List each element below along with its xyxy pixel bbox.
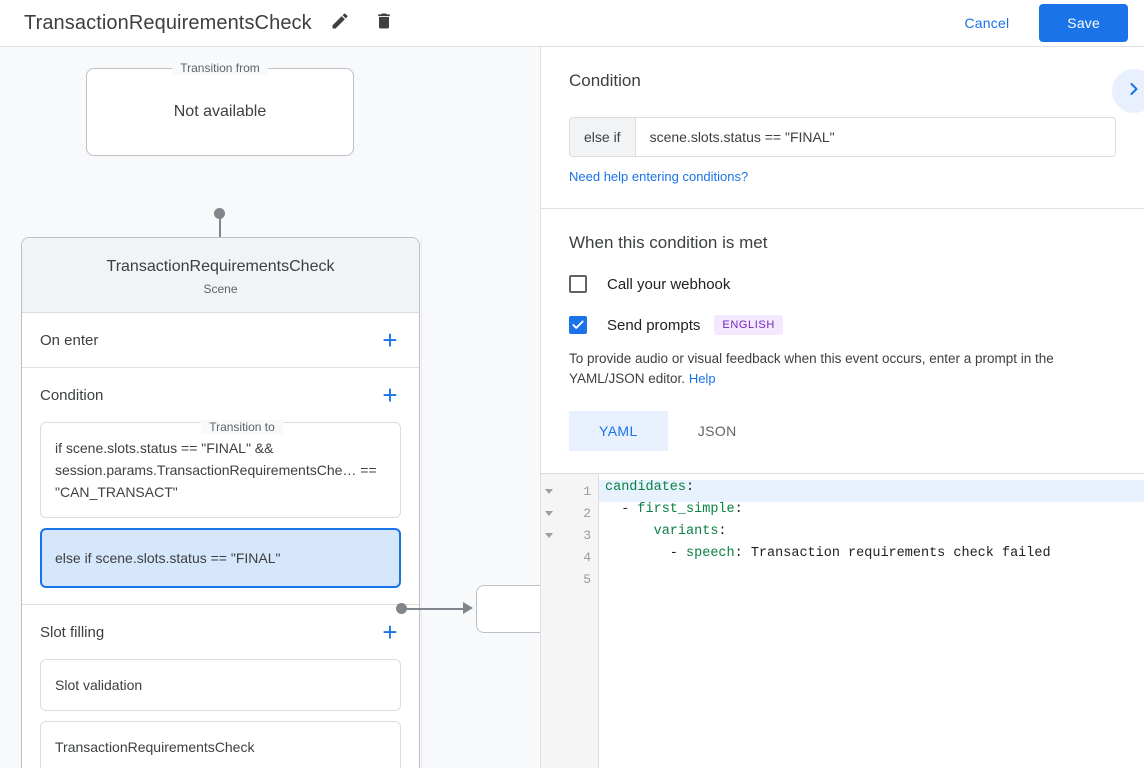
code-line: - first_simple:: [599, 502, 1144, 524]
add-on-enter-button[interactable]: +: [382, 325, 398, 355]
line-number: 2: [583, 505, 591, 521]
panel-when-met-block: When this condition is met Call your web…: [541, 209, 1144, 473]
fold-toggle-icon[interactable]: [541, 488, 557, 494]
code-line: - speech: Transaction requirements check…: [599, 546, 1144, 568]
save-button[interactable]: Save: [1039, 4, 1128, 42]
line-number: 5: [583, 571, 591, 587]
condition-help-row: Need help entering conditions?: [569, 168, 1116, 186]
panel-condition-heading: Condition: [569, 71, 641, 90]
code-value: Transaction requirements check failed: [742, 546, 1051, 561]
when-met-heading: When this condition is met: [569, 233, 768, 252]
gutter-row: 3: [541, 524, 598, 546]
connector-dot-side: [396, 603, 407, 614]
call-webhook-checkbox[interactable]: [569, 275, 587, 293]
add-condition-button[interactable]: +: [382, 380, 398, 410]
line-number: 3: [583, 527, 591, 543]
condition-help-link[interactable]: Need help entering conditions?: [569, 169, 749, 184]
code-line: [599, 568, 1144, 590]
target-node-partial[interactable]: [476, 585, 540, 633]
code-colon: :: [734, 546, 743, 561]
tab-json[interactable]: JSON: [697, 423, 737, 439]
transition-to-header: TransactionRequirementsCheck Scene: [22, 238, 419, 313]
code-colon: :: [718, 524, 727, 539]
scene-type-label: Scene: [203, 282, 238, 296]
code-indent: -: [605, 502, 638, 517]
section-slot-filling: Slot filling + Slot validation Transacti…: [22, 605, 419, 768]
tab-yaml[interactable]: YAML: [569, 411, 668, 451]
description-text: To provide audio or visual feedback when…: [569, 351, 1054, 386]
check-icon: [572, 320, 584, 329]
editor-gutter: 1 2 3 4 5: [541, 474, 599, 768]
panel-condition-block: Condition else if Need help entering con…: [541, 47, 1144, 209]
condition-item-selected[interactable]: else if scene.slots.status == "FINAL": [40, 528, 401, 588]
edit-button[interactable]: [324, 7, 356, 39]
add-slot-filling-button[interactable]: +: [382, 617, 398, 647]
condition-item[interactable]: if scene.slots.status == "FINAL" && sess…: [40, 422, 401, 518]
pencil-icon: [330, 11, 350, 36]
send-prompts-row: Send prompts ENGLISH: [569, 315, 1116, 335]
send-prompts-label: Send prompts: [607, 316, 701, 334]
gutter-row: 1: [541, 480, 598, 502]
section-condition-header: Condition +: [40, 368, 401, 422]
code-colon: :: [686, 480, 695, 495]
section-condition: Condition + if scene.slots.status == "FI…: [22, 368, 419, 605]
connector-line-vertical: [219, 213, 221, 251]
slot-filling-item[interactable]: TransactionRequirementsCheck: [40, 721, 401, 768]
send-prompts-checkbox[interactable]: [569, 316, 587, 334]
code-key: first_simple: [637, 502, 735, 517]
code-indent: -: [605, 546, 687, 561]
editor-code-area[interactable]: candidates: - first_simple: variants: - …: [599, 474, 1144, 768]
section-on-enter-header: On enter +: [40, 313, 401, 367]
connector-arrow-right: [463, 602, 473, 614]
condition-input[interactable]: [635, 118, 1115, 156]
trash-icon: [374, 11, 394, 36]
code-key: candidates: [605, 480, 687, 495]
gutter-row: 5: [541, 568, 598, 590]
app-header: TransactionRequirementsCheck Cancel Save: [0, 0, 1144, 47]
details-panel: Condition else if Need help entering con…: [540, 47, 1144, 768]
scene-name: TransactionRequirementsCheck: [106, 258, 335, 275]
code-line: candidates:: [599, 480, 1144, 502]
line-number: 4: [583, 549, 591, 565]
transition-to-card: Transition to TransactionRequirementsChe…: [21, 237, 420, 768]
yaml-editor[interactable]: 1 2 3 4 5: [541, 473, 1144, 768]
section-on-enter: On enter +: [22, 313, 419, 368]
section-slot-filling-header: Slot filling +: [40, 605, 401, 659]
section-condition-title: Condition: [40, 386, 104, 404]
fold-toggle-icon[interactable]: [541, 510, 557, 516]
transition-to-legend: Transition to: [201, 420, 283, 434]
code-colon: :: [734, 502, 743, 517]
code-line: variants:: [599, 524, 1144, 546]
page-title: TransactionRequirementsCheck: [24, 11, 312, 34]
transition-from-legend: Transition from: [172, 61, 268, 75]
gutter-row: 2: [541, 502, 598, 524]
connector-line-horizontal: [406, 608, 464, 610]
expand-panel-button[interactable]: [1112, 69, 1144, 113]
transition-from-value: Not available: [173, 103, 267, 120]
section-slot-filling-title: Slot filling: [40, 623, 105, 641]
delete-button[interactable]: [368, 7, 400, 39]
cancel-button[interactable]: Cancel: [951, 6, 1024, 40]
editor-format-tabs: YAML JSON: [569, 411, 1116, 451]
body-split: Transition from Not available Transition…: [0, 47, 1144, 768]
code-indent: [605, 524, 654, 539]
condition-prefix-label: else if: [570, 118, 636, 156]
line-number: 1: [583, 483, 591, 499]
help-link[interactable]: Help: [688, 371, 716, 386]
condition-input-row: else if: [569, 117, 1116, 157]
slot-filling-item[interactable]: Slot validation: [40, 659, 401, 711]
transition-from-box: Transition from Not available: [86, 61, 354, 156]
scene-graph-canvas[interactable]: Transition from Not available Transition…: [0, 47, 540, 768]
canvas-guide-line: [421, 237, 422, 768]
code-key: variants: [653, 524, 719, 539]
chevron-right-icon: [1124, 79, 1144, 104]
language-badge: ENGLISH: [714, 315, 783, 335]
gutter-row: 4: [541, 546, 598, 568]
webhook-row: Call your webhook: [569, 275, 1116, 293]
section-on-enter-title: On enter: [40, 331, 99, 349]
send-prompts-description: To provide audio or visual feedback when…: [569, 349, 1116, 389]
code-key: speech: [686, 546, 735, 561]
fold-toggle-icon[interactable]: [541, 532, 557, 538]
call-webhook-label: Call your webhook: [607, 275, 731, 293]
